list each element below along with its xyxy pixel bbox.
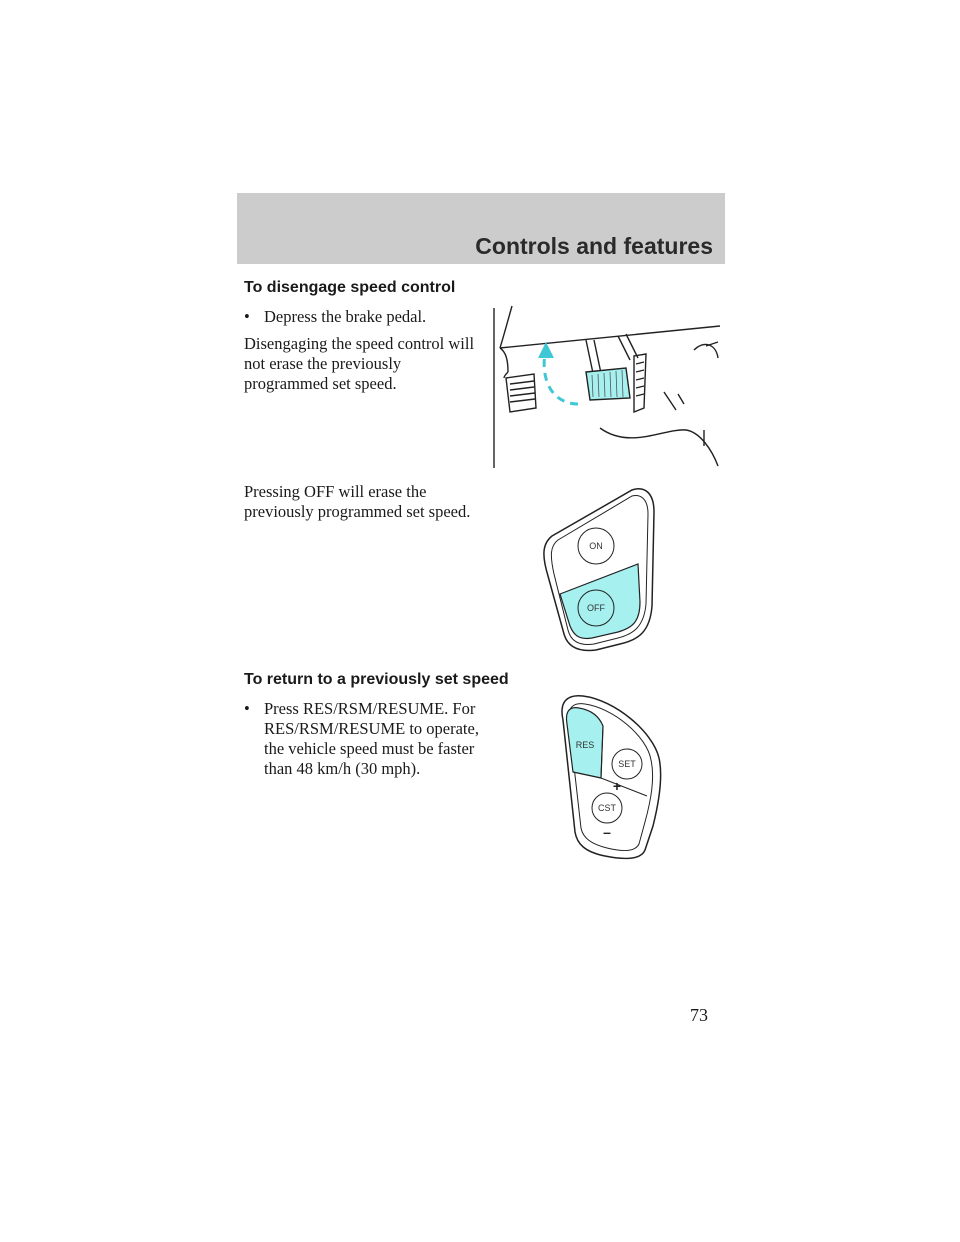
- set-label: SET: [618, 759, 636, 769]
- plus-label: +: [613, 778, 621, 794]
- off-label: OFF: [587, 603, 605, 613]
- header-band: Controls and features: [237, 193, 725, 264]
- bullet-dot: •: [244, 699, 250, 718]
- bullet-dot: •: [244, 307, 250, 326]
- on-off-switch-illustration: ON OFF: [543, 488, 655, 652]
- heading-return: To return to a previously set speed: [244, 671, 509, 688]
- cst-label: CST: [598, 803, 617, 813]
- bullet-resume: • Press RES/RSM/RESUME. For RES/RSM/RESU…: [244, 699, 479, 779]
- on-label: ON: [589, 541, 603, 551]
- res-set-cst-switch-illustration: RES SET CST + –: [561, 694, 662, 860]
- paragraph-disengage: Disengaging the speed control will not e…: [244, 334, 475, 393]
- minus-label: –: [603, 824, 611, 840]
- bullet-brake-text: Depress the brake pedal.: [264, 307, 427, 326]
- section-title: Controls and features: [475, 233, 713, 259]
- res-label: RES: [576, 740, 595, 750]
- heading-disengage: To disengage speed control: [244, 279, 456, 296]
- page-number: 73: [690, 1005, 708, 1025]
- bullet-resume-text: Press RES/RSM/RESUME. For RES/RSM/RESUME…: [264, 699, 479, 778]
- bullet-brake: • Depress the brake pedal.: [244, 307, 426, 327]
- brake-pedal-illustration: [493, 305, 721, 468]
- paragraph-off: Pressing OFF will erase the previously p…: [244, 482, 471, 521]
